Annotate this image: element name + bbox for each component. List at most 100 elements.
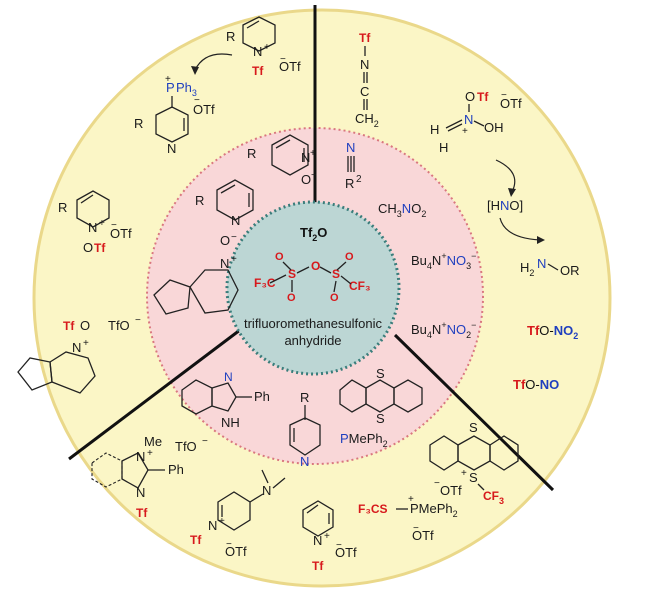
dmap-otf: OTf <box>225 544 247 559</box>
timin-n: N <box>72 340 81 355</box>
apyr-r: R <box>300 390 309 405</box>
ntfp-plus: + <box>264 42 270 53</box>
pyrtf-n: N <box>313 533 322 548</box>
bzim-ph: Ph <box>254 389 270 404</box>
timin-plus: + <box>83 338 89 349</box>
pno-n: N <box>301 150 310 165</box>
arrow-right-1-head <box>508 188 516 197</box>
ne-plus: + <box>462 126 468 137</box>
bzim-nh: NH <box>221 415 240 430</box>
pyridinium-tf-structure: N + Tf OTf − <box>302 500 357 573</box>
nitrile-r-sup: 2 <box>356 174 362 185</box>
tf2o-oxo-3: O <box>345 251 354 263</box>
dmap-nme2: N <box>262 483 271 498</box>
tf2o-cf3-right: CF₃ <box>349 279 371 293</box>
core-formula-main: Tf <box>300 225 313 240</box>
timin-tf: Tf <box>63 319 75 333</box>
ne-n: N <box>464 112 473 127</box>
ha-n: N <box>537 256 546 271</box>
core-circle <box>225 200 401 376</box>
core-name-line2: anhydride <box>284 333 341 348</box>
thian-s-top: S <box>376 366 385 381</box>
tcf3-minus: − <box>434 478 440 489</box>
nitronic-ester-structure: Tf O N + OH H H OTf − <box>430 89 522 155</box>
thianthrene-structure: S S <box>339 366 423 426</box>
pno-minus: − <box>311 170 317 181</box>
notf-o: O <box>83 240 93 255</box>
benzimidazolium-structure: Me N + Ph N Tf TfO − <box>91 434 208 520</box>
dmap-n: N <box>208 518 217 533</box>
php-r: R <box>134 116 143 131</box>
pyrtf-otf: OTf <box>335 545 357 560</box>
pno-r: R <box>247 146 256 161</box>
timin-o: O <box>80 318 90 333</box>
triflyl-nitrate-label: TfO-NO2 <box>527 323 578 341</box>
tf2o-s-left: S <box>288 267 296 281</box>
ktf-n: N <box>360 57 369 72</box>
notf-tf: Tf <box>94 241 106 255</box>
tcf3-cf3: CF3 <box>483 489 504 506</box>
cf3s-phosphonium-structure: F₃CS + PMePh2 OTf − <box>358 494 458 543</box>
notf-r: R <box>58 200 67 215</box>
notf-otf: OTf <box>110 226 132 241</box>
nitrone-plus: + <box>231 254 237 265</box>
triflyl-nitrite-label: TfO-NO <box>513 377 559 392</box>
tcf3-plus: + <box>461 468 467 479</box>
pyrtf-plus: + <box>324 531 330 542</box>
divider-bottom-right <box>393 333 555 492</box>
tcf3-s: S <box>469 470 478 485</box>
aminopyridine-structure: R N <box>289 390 321 469</box>
phosphonium-pyridine-structure: P + Ph3 OTf − R N <box>134 74 215 156</box>
notf-minus: − <box>111 220 117 231</box>
tf2o-structure: F₃C S O S CF₃ O O O O <box>254 251 371 304</box>
nitrile-structure: N R 2 <box>345 140 362 191</box>
bzm-otf: TfO <box>175 439 197 454</box>
tcf3-s-top: S <box>469 420 478 435</box>
ne-o-top: O <box>465 89 475 104</box>
n-otf-pyridinium-structure: R N + O Tf OTf − <box>58 190 132 255</box>
bzim-n: N <box>224 370 233 384</box>
tf2o-oxo-1: O <box>275 251 284 263</box>
tcf3-otf: OTf <box>440 483 462 498</box>
php-n: N <box>167 141 176 156</box>
php-ph3: Ph3 <box>176 80 197 98</box>
php-minus: − <box>194 95 200 106</box>
arrow-right-2-head <box>537 236 545 244</box>
notf-n: N <box>88 220 97 235</box>
cfsp-minus: − <box>413 523 419 534</box>
n-tf-pyridinium-structure: R N + Tf OTf − <box>226 16 301 78</box>
nitrile-n: N <box>346 140 355 155</box>
thianthrenium-cf3-structure: S S + CF3 OTf − <box>429 420 519 506</box>
ntfp-n: N <box>253 44 262 59</box>
pno-plus: + <box>310 148 316 159</box>
bzm-n-top: N <box>136 449 145 464</box>
pyridine-n-oxide-structure: R N + O − <box>247 134 317 187</box>
pno-o: O <box>301 172 311 187</box>
pyr-r: R <box>195 193 204 208</box>
bzm-me: Me <box>144 434 162 449</box>
dmap-plus: + <box>219 516 225 527</box>
ktf-ch2: CH2 <box>355 111 379 129</box>
hno-label: [HNO] <box>487 198 523 213</box>
divider-bottom-left <box>68 328 241 461</box>
bzm-minus: − <box>202 436 208 447</box>
thian-s-bottom: S <box>376 411 385 426</box>
dmap-tf: Tf <box>190 533 202 547</box>
arrow-right-2 <box>499 217 541 241</box>
nitrone-o: O <box>220 233 230 248</box>
ha-h2: H2 <box>520 260 534 278</box>
core-name-line1: trifluoromethanesulfonic <box>244 316 383 331</box>
dmap-minus: − <box>226 539 232 550</box>
php-plus: + <box>165 74 171 85</box>
ne-minus: − <box>501 90 507 101</box>
ntfp-otf: OTf <box>279 59 301 74</box>
bicyclic-nitrone-structure: N + O − <box>153 232 239 315</box>
ne-tf: Tf <box>477 90 489 104</box>
nitrile-r: R <box>345 176 354 191</box>
tf2o-oxo-2: O <box>287 292 296 304</box>
arrow-top-left-head <box>191 66 199 75</box>
php-p: P <box>166 80 175 95</box>
bzm-n-bottom: N <box>136 485 145 500</box>
nitrone-minus: − <box>231 232 237 243</box>
